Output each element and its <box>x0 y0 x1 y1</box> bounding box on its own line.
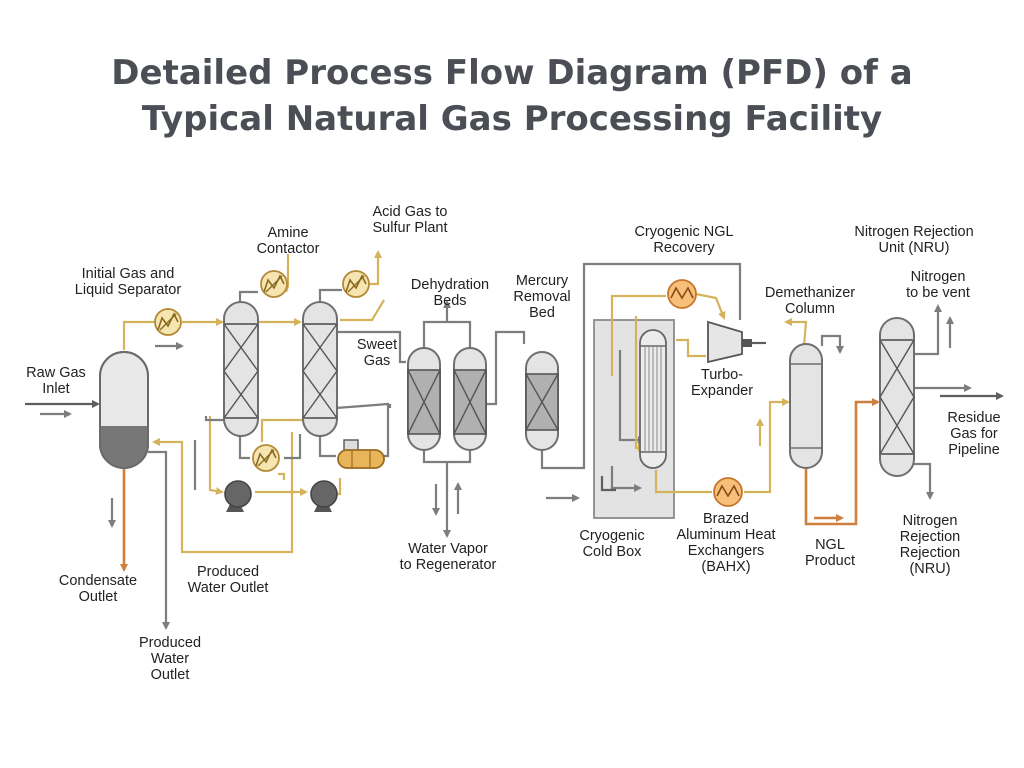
svg-text:Dehydration: Dehydration <box>411 277 489 293</box>
svg-text:Acid Gas to: Acid Gas to <box>373 204 448 220</box>
svg-text:Outlet: Outlet <box>79 589 118 605</box>
reboiler-drum-icon <box>337 439 385 469</box>
svg-text:Rejection: Rejection <box>900 545 960 561</box>
svg-text:Cryogenic NGL: Cryogenic NGL <box>634 224 733 240</box>
svg-text:Rejection: Rejection <box>900 529 960 545</box>
bahx-label: Brazed Aluminum Heat Exchangers (BAHX) <box>676 511 775 575</box>
svg-text:Liquid Separator: Liquid Separator <box>75 282 182 298</box>
mercury-removal-bed <box>525 351 559 451</box>
heat-exchanger-icon <box>667 279 697 309</box>
svg-text:Residue: Residue <box>947 410 1000 426</box>
heat-exchanger-icon <box>260 270 288 298</box>
nitrogen-rejection-column <box>879 317 915 477</box>
svg-text:Sweet: Sweet <box>357 337 397 353</box>
svg-text:Aluminum Heat: Aluminum Heat <box>676 527 775 543</box>
svg-text:Nitrogen: Nitrogen <box>911 269 966 285</box>
brazed-aluminum-heat-exchanger <box>639 329 667 469</box>
initial-separator-label: Initial Gas and Liquid Separator <box>75 266 182 298</box>
title-line-2: Typical Natural Gas Processing Facility <box>141 99 883 139</box>
initial-separator <box>99 351 149 469</box>
svg-text:Turbo-: Turbo- <box>701 367 743 383</box>
svg-text:Initial Gas and: Initial Gas and <box>82 266 175 282</box>
dehydration-bed <box>453 347 487 451</box>
svg-text:Pipeline: Pipeline <box>948 442 1000 458</box>
svg-text:to Regenerator: to Regenerator <box>400 557 497 573</box>
svg-text:NGL: NGL <box>815 537 845 553</box>
residue-gas-label: Residue Gas for Pipeline <box>947 410 1000 458</box>
svg-text:Unit (NRU): Unit (NRU) <box>879 240 950 256</box>
pump-icon <box>310 480 338 512</box>
ngl-product-label: NGL Product <box>805 537 855 569</box>
title-line-1: Detailed Process Flow Diagram (PFD) of a <box>111 53 913 93</box>
dehydration-bed <box>407 347 441 451</box>
turbo-expander-label: Turbo- Expander <box>691 367 753 399</box>
svg-text:Cold Box: Cold Box <box>583 544 643 560</box>
svg-text:Outlet: Outlet <box>151 667 190 683</box>
condensate-label: Condensate Outlet <box>59 573 137 605</box>
svg-text:Removal: Removal <box>513 289 570 305</box>
nitrogen-vent-label: Nitrogen to be vent <box>906 269 970 301</box>
svg-text:Amine: Amine <box>267 225 308 241</box>
process-piping <box>25 250 1004 630</box>
cryogenic-ngl-label: Cryogenic NGL Recovery <box>634 224 733 256</box>
heat-exchanger-icon <box>342 270 370 298</box>
produced-water-bottom-label: Produced Water Outlet <box>139 635 201 683</box>
svg-text:Column: Column <box>785 301 835 317</box>
dehydration-beds-label: Dehydration Beds <box>411 277 489 309</box>
svg-text:Gas: Gas <box>364 353 391 369</box>
svg-text:Condensate: Condensate <box>59 573 137 589</box>
svg-text:Nitrogen: Nitrogen <box>903 513 958 529</box>
svg-text:Beds: Beds <box>433 293 466 309</box>
turbo-expander-icon <box>707 320 752 364</box>
svg-text:Contactor: Contactor <box>257 241 320 257</box>
nru-top-label: Nitrogen Rejection Unit (NRU) <box>854 224 973 256</box>
svg-text:Water: Water <box>151 651 189 667</box>
svg-text:Exchangers: Exchangers <box>688 543 765 559</box>
acid-gas-label: Acid Gas to Sulfur Plant <box>373 204 448 236</box>
svg-text:(BAHX): (BAHX) <box>701 559 750 575</box>
svg-text:to be vent: to be vent <box>906 285 970 301</box>
svg-text:Water Vapor: Water Vapor <box>408 541 488 557</box>
svg-text:Inlet: Inlet <box>42 381 69 397</box>
svg-text:Bed: Bed <box>529 305 555 321</box>
demethanizer-label: Demethanizer Column <box>765 285 855 317</box>
amine-contactor-column <box>223 301 259 437</box>
page-title: Detailed Process Flow Diagram (PFD) of a… <box>0 50 1024 142</box>
svg-text:Produced: Produced <box>197 564 259 580</box>
svg-text:Water Outlet: Water Outlet <box>188 580 269 596</box>
svg-text:Product: Product <box>805 553 855 569</box>
mercury-removal-label: Mercury Removal Bed <box>513 273 570 321</box>
svg-text:Recovery: Recovery <box>653 240 715 256</box>
heat-exchanger-icon <box>154 308 182 336</box>
svg-text:Sulfur Plant: Sulfur Plant <box>373 220 448 236</box>
svg-text:(NRU): (NRU) <box>909 561 950 577</box>
raw-gas-inlet-label: Raw Gas Inlet <box>26 365 86 397</box>
svg-text:Cryogenic: Cryogenic <box>579 528 644 544</box>
heat-exchanger-icon <box>252 444 280 472</box>
amine-regenerator-column <box>302 301 338 437</box>
demethanizer-column <box>789 343 823 469</box>
sweet-gas-label: Sweet Gas <box>357 337 397 369</box>
svg-text:Nitrogen Rejection: Nitrogen Rejection <box>854 224 973 240</box>
svg-text:Raw Gas: Raw Gas <box>26 365 86 381</box>
pump-icon <box>224 480 252 512</box>
svg-text:Produced: Produced <box>139 635 201 651</box>
svg-text:Gas for: Gas for <box>950 426 998 442</box>
heat-exchanger-icon <box>713 477 743 507</box>
nru-bottom-label: Nitrogen Rejection Rejection (NRU) <box>900 513 960 577</box>
produced-water-mid-label: Produced Water Outlet <box>188 564 269 596</box>
water-vapor-label: Water Vapor to Regenerator <box>400 541 497 573</box>
svg-text:Brazed: Brazed <box>703 511 749 527</box>
cold-box-label: Cryogenic Cold Box <box>579 528 644 560</box>
svg-text:Expander: Expander <box>691 383 753 399</box>
amine-contactor-label: Amine Contactor <box>257 225 320 257</box>
svg-text:Mercury: Mercury <box>516 273 569 289</box>
svg-text:Demethanizer: Demethanizer <box>765 285 855 301</box>
